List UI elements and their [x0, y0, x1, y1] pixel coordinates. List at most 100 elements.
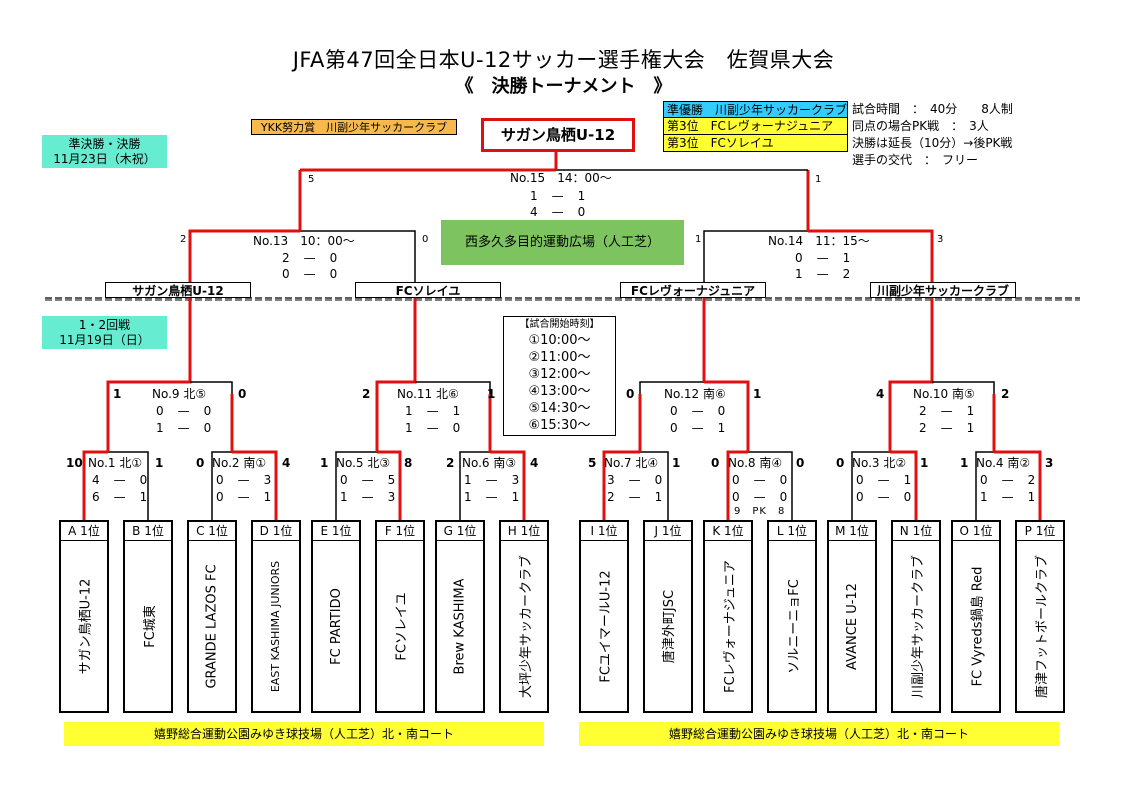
- r2-match2-s1: 1 — 1: [405, 404, 462, 418]
- r1-match2-right: 4: [282, 456, 291, 470]
- r1-match2-left: 0: [196, 456, 205, 470]
- semi2-left-score: 1: [695, 234, 702, 245]
- semi-lines: [188, 170, 934, 282]
- team-slot-p: P 1位唐津フットボールクラブ: [1015, 520, 1065, 713]
- r1-match6-header: No.8 南④: [728, 456, 783, 470]
- r1-match4-s1: 1 — 3: [464, 473, 521, 487]
- r1-match8-left: 1: [960, 456, 969, 470]
- venue-left: 嬉野総合運動公園みゆき球技場（人工芝）北・南コート: [64, 722, 544, 746]
- r1-match4-header: No.6 南③: [462, 456, 517, 470]
- r1-match1-right: 1: [155, 456, 164, 470]
- start-time-5: ⑤14:30～: [528, 401, 591, 416]
- start-time-2: ②11:00～: [528, 350, 591, 365]
- semi1-first-half: 2 — 0: [282, 251, 339, 265]
- slot-label: H 1位: [501, 522, 547, 541]
- r2-match2-left: 2: [362, 387, 371, 401]
- condition-final-extra: 決勝は延長（10分）→後PK戦: [852, 136, 1013, 150]
- start-time-4: ④13:00～: [528, 384, 591, 399]
- third-place-1: 第3位 FCレヴォーナジュニア: [663, 118, 848, 135]
- r1-match3-header: No.5 北③: [336, 456, 391, 470]
- r1-match7-left: 0: [836, 456, 845, 470]
- r1-match5-left: 5: [588, 456, 597, 470]
- slot-label: C 1位: [189, 522, 235, 541]
- round2-lines: [106, 282, 995, 394]
- semi-team-2: FCソレイユ: [355, 282, 501, 298]
- team-slot-j: J 1位唐津外町JSC: [643, 520, 693, 713]
- r1-match5-header: No.7 北④: [604, 456, 659, 470]
- start-time-6: ⑥15:30～: [528, 418, 591, 433]
- start-time-1: ①10:00～: [528, 333, 591, 348]
- r1-match2-header: No.2 南①: [212, 456, 267, 470]
- r1-match4-left: 2: [446, 456, 455, 470]
- slot-label: F 1位: [377, 522, 423, 541]
- team-slot-l: L 1位ソルニーニョFC: [767, 520, 817, 713]
- team-slot-n: N 1位川副少年サッカークラブ: [891, 520, 941, 713]
- r2-match3-s1: 0 — 0: [670, 404, 727, 418]
- r1-match3-right: 8: [404, 456, 413, 470]
- r2-match1-right: 0: [238, 387, 247, 401]
- placings-box: 準優勝 川副少年サッカークラブ 第3位 FCレヴォーナジュニア 第3位 FCソレ…: [663, 101, 848, 152]
- start-times-header: 【試合開始時刻】: [519, 319, 600, 330]
- semi1-second-half: 0 — 0: [282, 267, 339, 281]
- third-place-2: 第3位 FCソレイユ: [663, 135, 848, 152]
- r2-match2-header: No.11 北⑥: [397, 387, 459, 401]
- semi1-right-score: 0: [422, 234, 429, 245]
- slot-label: B 1位: [125, 522, 171, 541]
- semi1-left-score: 2: [180, 234, 187, 245]
- slot-label: O 1位: [953, 522, 999, 541]
- team-name: FCソレイユ: [394, 591, 410, 661]
- r2-match4-header: No.10 南⑤: [913, 387, 975, 401]
- r1-match1-left: 10: [66, 456, 83, 470]
- effort-award-badge: YKK努力賞 川副少年サッカークラブ: [251, 119, 457, 135]
- slot-label: D 1位: [253, 522, 299, 541]
- r2-match2-right: 1: [487, 387, 496, 401]
- r1-match8-right: 3: [1045, 456, 1054, 470]
- slot-label: L 1位: [769, 522, 815, 541]
- venue-right: 嬉野総合運動公園みゆき球技場（人工芝）北・南コート: [579, 722, 1059, 746]
- round1-lines: [82, 394, 1042, 520]
- semi2-first-half: 0 — 1: [795, 251, 852, 265]
- r1-match6-pk: 9 PK 8: [734, 506, 786, 517]
- slot-label: K 1位: [705, 522, 751, 541]
- team-name: GRANDE LAZOS FC: [204, 563, 220, 689]
- slot-label: G 1位: [437, 522, 483, 541]
- r1-match7-s1: 0 — 1: [856, 473, 913, 487]
- r2-match3-left: 0: [626, 387, 635, 401]
- final-header: No.15 14：00～: [510, 171, 612, 185]
- r2-match3-s2: 0 — 1: [670, 421, 727, 435]
- semi-team-3: FCレヴォーナジュニア: [620, 282, 766, 298]
- condition-subs: 選手の交代 ： フリー: [852, 153, 979, 167]
- slot-label: P 1位: [1017, 522, 1063, 541]
- r1-match2-s1: 0 — 3: [216, 473, 273, 487]
- r1-match7-right: 1: [920, 456, 929, 470]
- r1-match4-right: 4: [530, 456, 539, 470]
- team-name: AVANCE U-12: [844, 582, 860, 670]
- slot-label: J 1位: [645, 522, 691, 541]
- slot-label: A 1位: [61, 522, 107, 541]
- early-label-line2: 11月19日（日）: [59, 332, 150, 347]
- team-slot-b: B 1位 FC城東: [123, 520, 173, 713]
- early-label-line1: 1・2回戦: [78, 317, 131, 332]
- team-name: FC城東: [142, 604, 158, 648]
- r2-match1-left: 1: [113, 387, 122, 401]
- r2-match3-header: No.12 南⑥: [664, 387, 726, 401]
- r1-match5-s2: 2 — 1: [607, 490, 664, 504]
- semis-label-line1: 準決勝・決勝: [68, 136, 141, 151]
- r1-match8-header: No.4 南②: [976, 456, 1031, 470]
- semis-date-label: 準決勝・決勝 11月23日（木祝）: [42, 135, 167, 168]
- team-name: EAST KASHIMA JUNIORS: [269, 560, 283, 692]
- team-name: ソルニーニョFC: [786, 578, 802, 674]
- page-subtitle: 《 決勝トーナメント 》: [455, 76, 672, 97]
- team-name: FC PARTIDO: [328, 587, 344, 665]
- semi2-second-half: 1 — 2: [795, 267, 852, 281]
- team-slot-d: D 1位 EAST KASHIMA JUNIORS: [251, 520, 301, 713]
- start-times-legend: 【試合開始時刻】 ①10:00～ ②11:00～ ③12:00～ ④13:00～…: [503, 316, 616, 436]
- team-slot-c: C 1位 GRANDE LAZOS FC: [187, 520, 237, 713]
- r1-match4-s2: 1 — 1: [464, 490, 521, 504]
- condition-pk: 同点の場合PK戦 ： 3人: [852, 119, 989, 133]
